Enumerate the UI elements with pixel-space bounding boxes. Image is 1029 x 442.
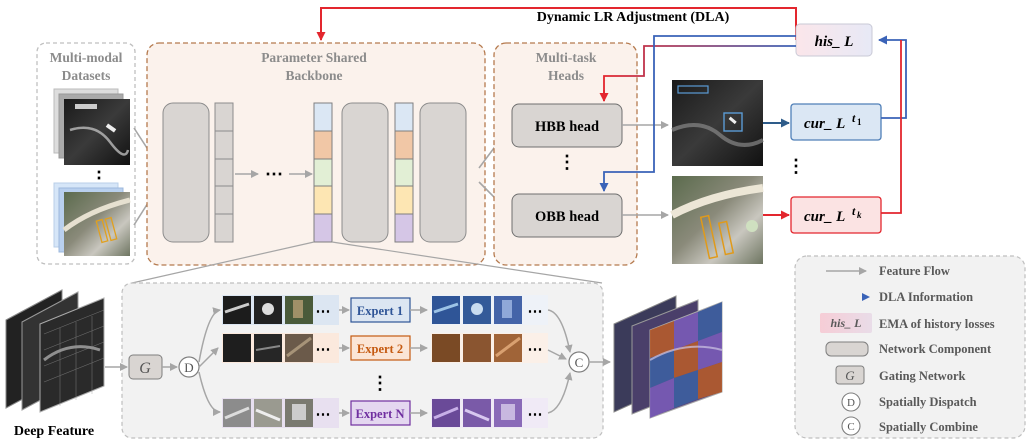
- expert-N-output-ellipsis: ⋯: [528, 407, 543, 423]
- dla-title: Dynamic LR Adjustment (DLA): [537, 10, 730, 25]
- current-loss-base-1: cur_ L: [804, 116, 845, 132]
- expert-row-N-ellipsis: ⋯: [316, 407, 331, 423]
- hbb-prediction-image: [671, 80, 764, 166]
- losses-vdots: ⋮: [787, 156, 805, 176]
- expert-N-box: [350, 400, 411, 426]
- flow-dispatch-to-row2: [198, 347, 219, 368]
- datasets-label-line1: Multi-modal: [50, 50, 123, 65]
- legend-gating-icon: [835, 365, 865, 385]
- heads-label-line1: Multi-task: [536, 50, 597, 65]
- history-loss-box: [795, 23, 873, 57]
- history-loss-label: his_ L: [815, 34, 854, 50]
- backbone-block-2: [341, 102, 389, 243]
- current-loss-box-1: [790, 103, 882, 141]
- legend-dla-label: DLA Information: [879, 290, 973, 304]
- deep-feature-stack: [5, 289, 105, 413]
- current-loss-sup-1: t: [852, 111, 856, 125]
- legend-history-label: EMA of history losses: [879, 317, 995, 331]
- flow-dispatch-to-rowN: [198, 371, 221, 416]
- dla-history-to-obb: [599, 35, 796, 192]
- sar-image-stack: [53, 88, 130, 165]
- backbone-ellipsis: ⋯: [265, 164, 283, 184]
- flow-dispatch-to-row1: [198, 307, 221, 363]
- expert-2-label: Expert 2: [357, 342, 403, 356]
- backbone-color-stack-2: [394, 102, 414, 243]
- backbone-label-line1: Parameter Shared: [261, 50, 367, 65]
- legend-dispatch-icon: [841, 392, 861, 412]
- obb-prediction-image: [670, 176, 764, 264]
- expert-2-output-row: [431, 333, 548, 363]
- dla-history-to-hbb: [603, 45, 796, 101]
- legend-dispatch-label: Spatially Dispatch: [879, 395, 977, 409]
- flow-row1-to-combine: [547, 309, 573, 353]
- legend-combine-icon: [841, 416, 861, 436]
- current-loss-sub-k: k: [857, 210, 862, 220]
- legend-component-icon: [825, 341, 869, 357]
- gating-label: G: [139, 360, 151, 377]
- heads-vdots: ⋮: [558, 152, 576, 172]
- deep-feature-label: Deep Feature: [14, 424, 94, 439]
- current-loss-base-k: cur_ L: [804, 209, 845, 225]
- zoom-line-right: [331, 241, 603, 284]
- expert-N-label: Expert N: [356, 407, 405, 421]
- expert-2-box: [350, 335, 411, 361]
- dla-lossk-to-history: [881, 40, 902, 214]
- backbone-feature-stack-1: [214, 102, 234, 243]
- combine-label: C: [575, 355, 584, 370]
- backbone-label-line2: Backbone: [285, 68, 342, 83]
- current-loss-label-k: cur_ L t k: [804, 204, 862, 225]
- heads-label-line2: Heads: [548, 68, 584, 83]
- expert-row-N: [222, 398, 339, 428]
- legend-dispatch-symbol: D: [847, 397, 855, 409]
- legend-history-symbol: his_ L: [830, 316, 861, 330]
- combined-feature-stack: [613, 295, 723, 419]
- dispatch-label: D: [184, 360, 193, 375]
- dla-loss1-to-history: [878, 35, 907, 119]
- backbone-block-3: [419, 102, 467, 243]
- current-loss-sup-k: t: [852, 204, 856, 218]
- expert-row-2: [222, 333, 339, 363]
- expert-1-output-row: [431, 295, 548, 325]
- expert-1-box: [350, 297, 411, 323]
- flow-rowN-to-combine: [547, 372, 573, 414]
- expert-row-1-ellipsis: ⋯: [316, 304, 331, 320]
- obb-head-label: OBB head: [535, 209, 599, 225]
- legend-box: [794, 255, 1026, 439]
- expert-row-2-ellipsis: ⋯: [316, 342, 331, 358]
- expert-N-output-row: [431, 398, 548, 428]
- backbone-color-stack-1: [313, 102, 333, 243]
- legend-gating-label: Gating Network: [879, 369, 965, 383]
- legend-combine-symbol: C: [847, 421, 854, 433]
- zoom-line-left: [131, 241, 315, 284]
- legend-feature-flow-label: Feature Flow: [879, 264, 950, 278]
- current-loss-label-1: cur_ L t 1: [804, 111, 862, 132]
- dla-feedback-arrow: [316, 7, 797, 41]
- legend-history-icon: [820, 313, 872, 333]
- flow-row2-to-combine: [547, 349, 567, 360]
- datasets-label-line2: Datasets: [62, 68, 111, 83]
- experts-vdots: ⋮: [371, 373, 389, 393]
- expert-1-output-ellipsis: ⋯: [528, 304, 543, 320]
- optical-image-stack: [53, 182, 131, 256]
- expert-row-1: [222, 295, 339, 325]
- expert-2-output-ellipsis: ⋯: [528, 342, 543, 358]
- legend-component-label: Network Component: [879, 342, 992, 356]
- legend-combine-label: Spatially Combine: [879, 420, 978, 434]
- current-loss-sub-1: 1: [857, 117, 862, 127]
- hbb-head-label: HBB head: [535, 119, 599, 135]
- current-loss-box-k: [790, 196, 882, 234]
- expert-1-label: Expert 1: [357, 304, 403, 318]
- legend-gating-symbol: G: [845, 368, 855, 383]
- legend-dla-arrowhead: [862, 293, 870, 301]
- backbone-block-1: [162, 102, 210, 243]
